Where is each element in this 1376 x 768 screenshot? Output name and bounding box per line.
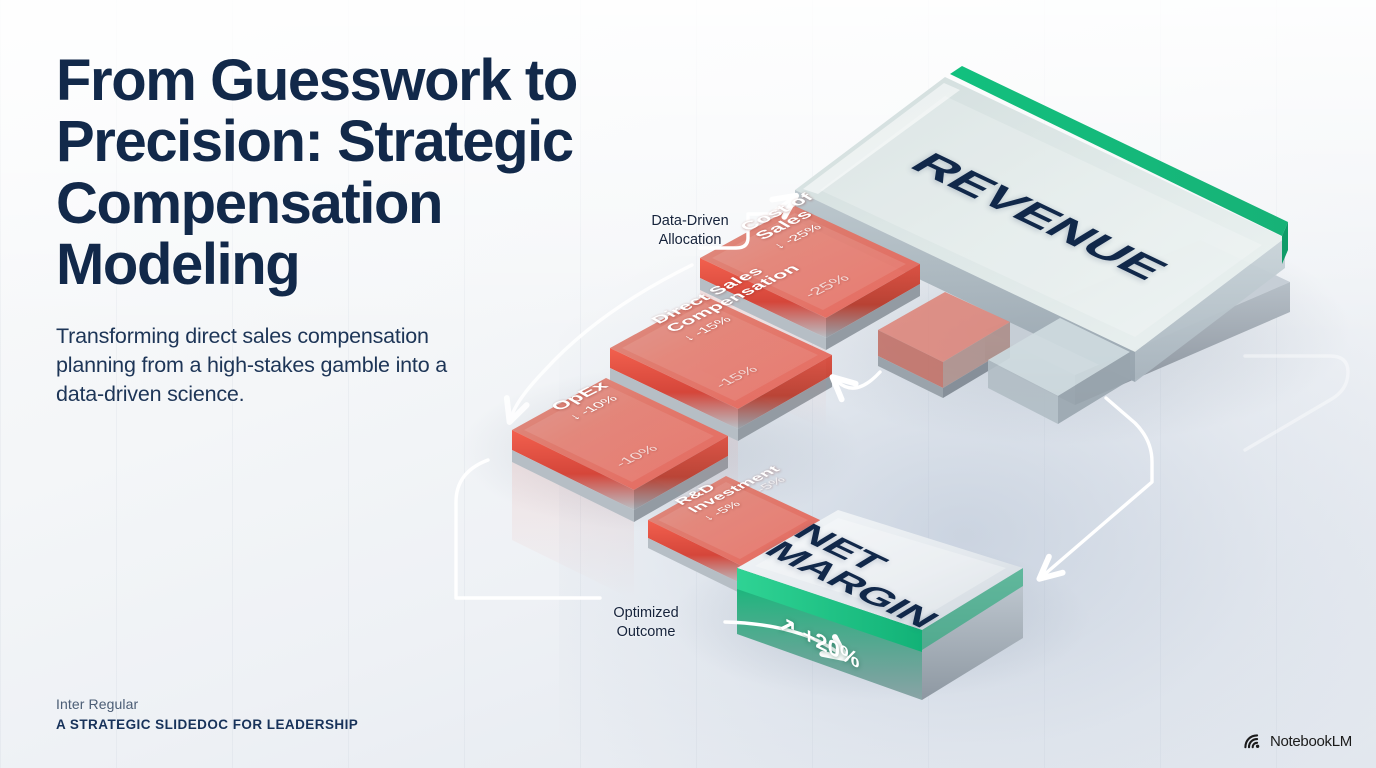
footer-font-note: Inter Regular (56, 696, 139, 712)
arrow-right-outer-loop (1243, 354, 1350, 452)
headline-block: From Guesswork to Precision: Strategic C… (56, 50, 656, 409)
page-title: From Guesswork to Precision: Strategic C… (56, 48, 578, 298)
brand-notebooklm: NotebookLM (1244, 733, 1352, 750)
arrow-to-net-margin (723, 620, 849, 662)
arrow-revenue-hook (829, 370, 882, 403)
footer-kicker: A STRATEGIC SLIDEDOC FOR LEADERSHIP (56, 717, 359, 732)
block-net-margin (737, 510, 1023, 700)
arrow-right-descend (1036, 396, 1154, 582)
annotation-optimized-outcome: Optimized Outcome (613, 605, 679, 640)
brand-label: NotebookLM (1269, 733, 1352, 750)
notebooklm-logo-icon (1244, 734, 1263, 749)
page-subtitle: Transforming direct sales compensation p… (56, 323, 447, 406)
footer-block: Inter Regular A STRATEGIC SLIDEDOC FOR L… (56, 696, 358, 732)
arrow-outer-left-loop (454, 458, 602, 600)
